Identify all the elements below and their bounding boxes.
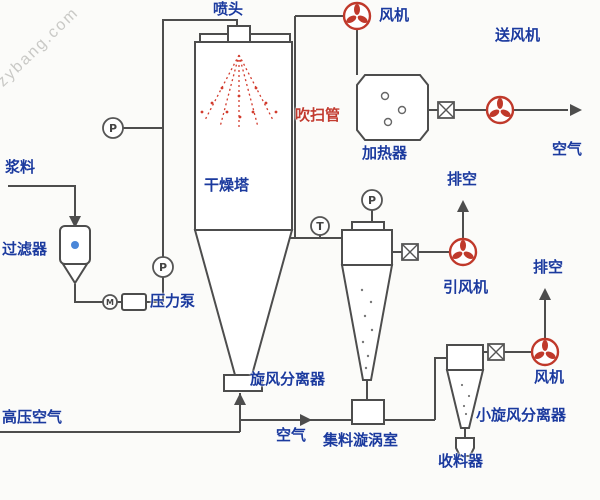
pipes	[0, 15, 568, 438]
label-filter: 过滤器	[2, 241, 48, 258]
valve-icon	[401, 243, 419, 261]
label-heater: 加热器	[362, 145, 408, 162]
pressure-gauge: P	[152, 256, 174, 278]
drying-tower	[193, 25, 294, 392]
label-air-right: 空气	[552, 141, 583, 158]
pressure-gauge: P	[361, 189, 383, 211]
svg-text:P: P	[368, 194, 376, 207]
label-small-cyclone: 小旋风分离器	[476, 407, 567, 424]
svg-text:M: M	[106, 298, 114, 307]
label-vent-mid: 排空	[447, 171, 478, 188]
collection-vortex-chamber	[351, 399, 385, 425]
fan-icon	[342, 1, 372, 31]
fan-icon	[485, 95, 515, 125]
flow-arrows	[69, 104, 582, 426]
label-high-pressure-air: 高压空气	[2, 409, 63, 426]
label-fan-top: 风机	[379, 7, 410, 24]
label-cyclone: 旋风分离器	[250, 371, 326, 388]
label-drying-tower: 干燥塔	[204, 177, 250, 194]
label-air-bottom: 空气	[276, 427, 307, 444]
label-supply-fan: 送风机	[495, 27, 541, 44]
pressure-pump: M	[102, 293, 147, 311]
valve-icon	[487, 343, 505, 361]
motor-icon	[102, 294, 118, 310]
label-pressure-pump: 压力泵	[150, 293, 196, 310]
pressure-gauge: P	[102, 117, 124, 139]
label-fan-bottom: 风机	[534, 369, 565, 386]
label-collection-chamber: 集料漩涡室	[323, 432, 399, 449]
filter	[59, 225, 91, 285]
label-purge-pipe: 吹扫管	[295, 107, 341, 124]
label-nozzle: 喷头	[213, 1, 244, 18]
cyclone-separator	[340, 221, 394, 381]
label-induced-fan: 引风机	[443, 279, 489, 296]
temperature-gauge: T	[310, 216, 330, 238]
label-slurry: 浆料	[5, 159, 36, 176]
small-cyclone-separator	[445, 344, 485, 429]
svg-text:P: P	[109, 122, 117, 135]
svg-text:T: T	[316, 220, 324, 233]
label-collector: 收料器	[438, 453, 484, 470]
spray-icon	[200, 54, 278, 130]
valve-icon	[437, 101, 455, 119]
heater	[356, 74, 429, 141]
label-vent-right: 排空	[533, 259, 564, 276]
fan-icon	[448, 237, 478, 267]
collector	[455, 437, 475, 457]
svg-text:P: P	[159, 261, 167, 274]
fan-icon	[530, 337, 560, 367]
